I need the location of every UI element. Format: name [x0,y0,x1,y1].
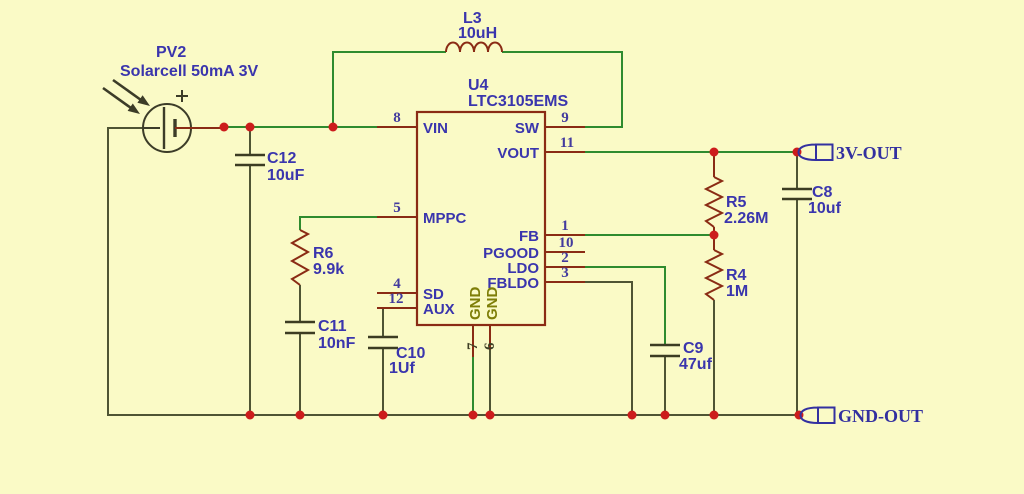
r6-value: 9.9k [313,261,344,278]
capacitor-c10-symbol [368,335,398,350]
pin-name-gnd7: GND [467,287,484,321]
pin-name-aux: AUX [423,301,455,318]
r6-ref: R6 [313,245,334,262]
c8-ref: C8 [812,184,833,201]
resistor-r5-symbol [703,152,725,235]
solar-cell-symbol [102,78,224,153]
c12-ref: C12 [267,150,296,167]
pin-num-3: 3 [561,265,569,281]
capacitor-c8-symbol [782,187,812,201]
pin-num-1: 1 [561,218,569,234]
solar-cell-ref: PV2 [156,44,186,61]
pin-num-9: 9 [561,110,569,126]
wire-fbldo [585,281,633,415]
plus-icon [176,90,188,102]
capacitor-c11-symbol [285,320,315,335]
wire-ground-bus [107,127,800,416]
pin-num-4: 4 [393,276,401,292]
r5-ref: R5 [726,194,747,211]
pin-name-sd: SD [423,286,444,303]
c9-ref: C9 [683,340,704,357]
pin-name-mppc: MPPC [423,210,467,227]
ic-part: LTC3105EMS [468,93,569,110]
pin-num-5: 5 [393,200,401,216]
solar-cell-value: Solarcell 50mA 3V [120,63,258,80]
wire-mppc [299,216,377,230]
r4-ref: R4 [726,267,747,284]
c12-value: 10uF [267,167,305,184]
pin-name-vin: VIN [423,120,448,137]
port-gnd-out-shape [799,406,836,425]
resistor-r4-symbol [703,235,725,301]
inductor-symbol [445,41,503,53]
resistor-r6-symbol [289,229,311,286]
capacitor-c9-symbol [650,343,680,358]
capacitor-c12-symbol [235,153,265,167]
pin-num-6: 6 [482,342,498,350]
r4-value: 1M [726,283,748,300]
junction-dots [219,122,804,420]
pin-num-11: 11 [560,135,574,151]
c9-value: 47uf [679,356,713,373]
port-3v-out-shape [797,143,834,162]
pin-name-fb: FB [519,228,539,245]
pin-num-8: 8 [393,110,401,126]
pin-name-gnd6: GND [484,287,501,321]
ic-pin-stubs [377,126,585,357]
ic-ref: U4 [468,77,489,94]
ic-body [415,110,547,327]
inductor-value: 10uH [458,25,497,42]
pin-name-pgood: PGOOD [483,245,539,262]
c11-value: 10nF [318,335,356,352]
port-3v-out: 3V-OUT [797,143,902,163]
c8-value: 10uf [808,200,842,217]
pin-num-7: 7 [465,342,481,350]
port-gnd-out-label: GND-OUT [838,406,923,426]
pin-name-vout: VOUT [497,145,539,162]
pin-name-fbldo: FBLDO [487,275,539,292]
r5-value: 2.26M [724,210,768,227]
wire-ldo [585,266,666,345]
port-3v-out-label: 3V-OUT [836,143,902,163]
pin-name-ldo: LDO [507,260,539,277]
c10-value: 1Uf [389,360,415,377]
c11-ref: C11 [318,318,347,335]
light-arrows-icon [102,78,150,114]
port-gnd-out: GND-OUT [799,406,923,426]
pin-num-12: 12 [389,291,404,307]
wire-l3-loop [332,51,623,128]
c10-ref: C10 [396,345,425,362]
pin-name-sw: SW [515,120,540,137]
pin-num-10: 10 [559,235,574,251]
pin-num-2: 2 [561,250,569,266]
inductor-ref: L3 [463,10,482,27]
